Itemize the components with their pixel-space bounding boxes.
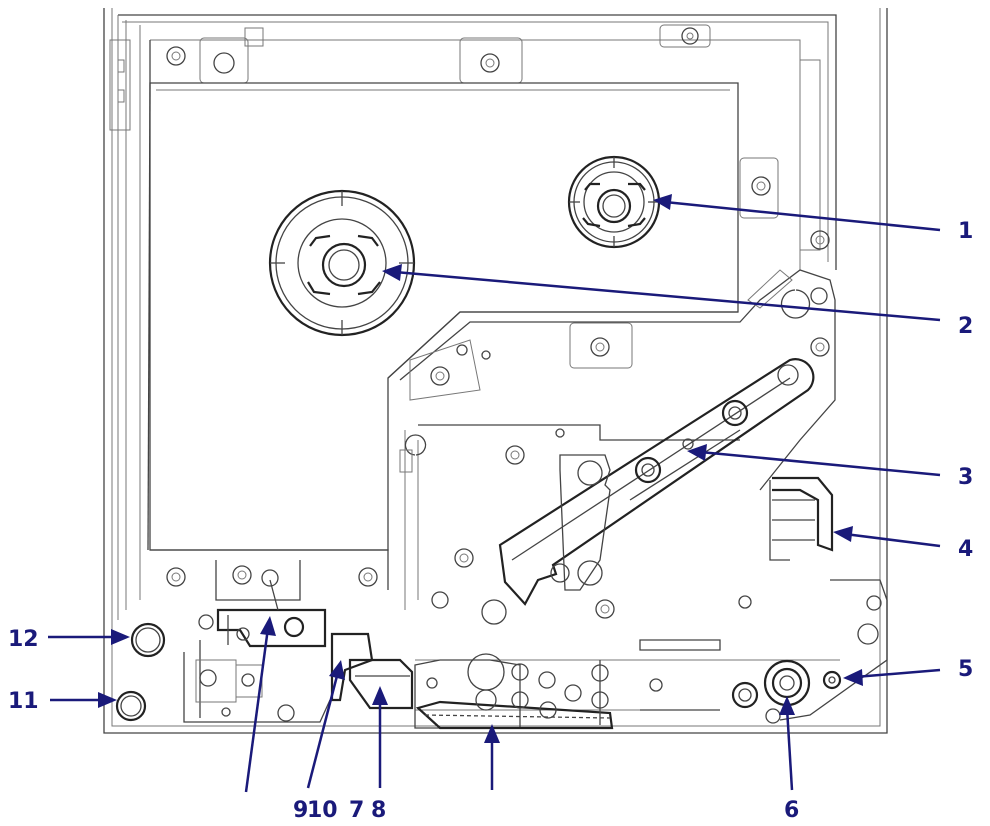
media-sensor (330, 632, 414, 710)
callout-label-8: 8 (371, 798, 386, 823)
callout-label-1: 1 (958, 219, 973, 244)
media-guide-ring-lower (115, 690, 147, 722)
ribbon-sensor-bracket (769, 476, 834, 561)
callout-arrows (48, 194, 941, 793)
arrowhead-5 (843, 669, 863, 686)
arrowhead-1 (653, 194, 672, 210)
arrowhead-10 (329, 660, 345, 680)
printer-mechanism-drawing (103, 8, 888, 734)
callout-label-4: 4 (958, 537, 973, 562)
arrowhead-3 (687, 444, 707, 461)
mounting-screws (166, 27, 830, 724)
arrowhead-6 (779, 696, 795, 715)
arrowhead-8 (484, 724, 500, 743)
printhead-open-lever (498, 358, 815, 606)
media-guide-ring-upper (130, 622, 166, 658)
callout-label-12: 12 (8, 627, 39, 652)
arrow-10 (306, 671, 340, 789)
callout-label-3: 3 (958, 465, 973, 490)
callout-label-5: 5 (958, 657, 973, 682)
lower-media-guide (414, 653, 614, 730)
arrowhead-7 (372, 686, 388, 705)
arrow-2 (394, 270, 941, 322)
platen-roller (731, 659, 811, 709)
arrow-9 (244, 627, 270, 793)
callout-label-2: 2 (958, 314, 973, 339)
arrow-5 (854, 668, 941, 679)
arrow-4 (844, 532, 941, 548)
callout-labels: 1 2 3 4 5 6 7 8 9 10 11 12 (8, 219, 973, 823)
callout-label-6: 6 (784, 798, 799, 823)
callout-label-11: 11 (8, 689, 39, 714)
ribbon-take-up-spindle (567, 155, 661, 249)
pivot-screw (822, 670, 842, 690)
callout-label-9: 9 (293, 798, 308, 823)
ribbon-supply-spindle (268, 189, 416, 337)
media-guide-bracket (216, 579, 327, 648)
arrow-1 (664, 200, 941, 232)
arrow-6 (785, 707, 794, 791)
arrowhead-9 (260, 616, 276, 636)
arrow-3 (699, 450, 941, 477)
arrowhead-12 (111, 629, 130, 645)
arrowhead-2 (382, 264, 402, 281)
arrowhead-4 (833, 526, 853, 542)
callout-label-10: 10 (307, 798, 338, 823)
arrowhead-11 (98, 692, 117, 708)
callout-label-7: 7 (349, 798, 364, 823)
